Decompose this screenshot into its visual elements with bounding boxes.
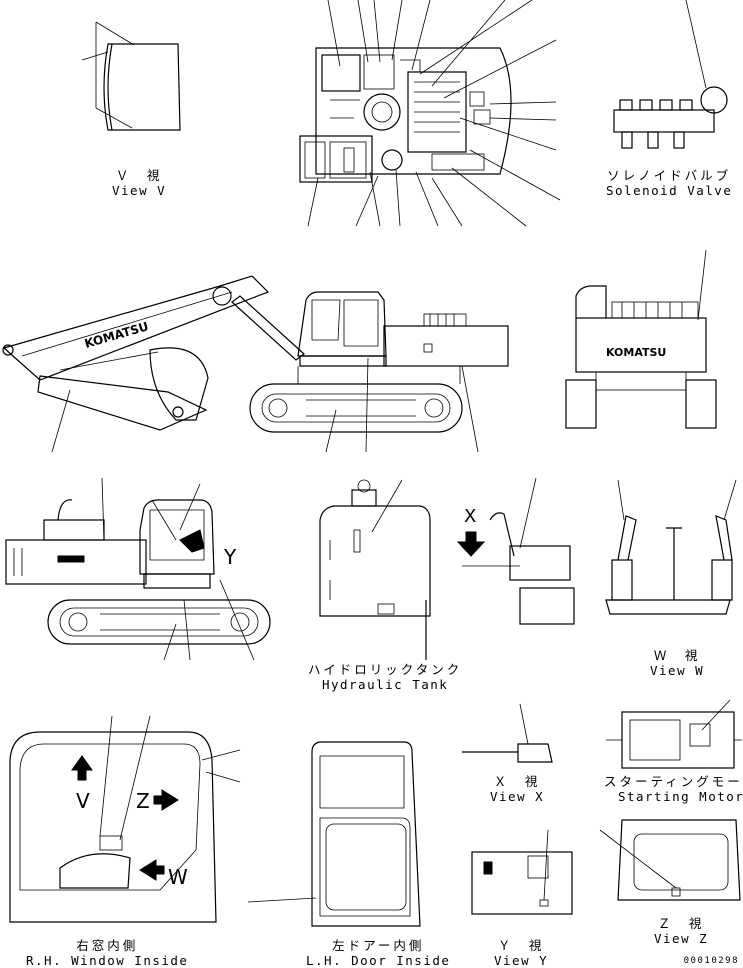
caption-lh-door-inside: 左ドアー内側 L.H. Door Inside <box>306 938 450 968</box>
excavator-right-side-view <box>5 477 271 661</box>
caption-view-w-jp: Ｗ 視 <box>653 648 701 663</box>
caption-starting-motor: スターティングモータ Starting Motor <box>604 774 743 804</box>
caption-rh-window-jp: 右窓内側 <box>76 938 139 953</box>
caption-starting-motor-en: Starting Motor <box>617 789 743 804</box>
hydraulic-tank-drawing <box>319 479 431 660</box>
view-x-drawing <box>462 703 553 763</box>
starting-motor-drawing <box>606 699 742 769</box>
excavator-rear-view <box>565 249 717 429</box>
caption-view-w: Ｗ 視 View W <box>650 648 704 678</box>
caption-starting-motor-jp: スターティングモータ <box>604 774 743 789</box>
rear-brand-text: KOMATSU <box>606 346 666 359</box>
caption-solenoid-jp: ソレノイドバルブ <box>607 168 732 183</box>
document-number: 00010298 <box>683 956 739 966</box>
caption-view-y: Ｙ 視 View Y <box>494 938 548 968</box>
caption-view-z-jp: Ｚ 視 <box>657 916 705 931</box>
caption-rh-window-inside: 右窓内側 R.H. Window Inside <box>26 938 188 968</box>
view-z-drawing <box>599 819 741 901</box>
caption-view-x-jp: Ｘ 視 <box>493 774 541 789</box>
solenoid-valve-drawing <box>613 0 728 149</box>
caption-view-y-en: View Y <box>494 953 549 968</box>
view-v-drawing <box>81 21 181 131</box>
caption-solenoid-valve: ソレノイドバルブ Solenoid Valve <box>606 168 732 198</box>
excavator-side-view <box>2 275 509 453</box>
view-letter-w: W <box>168 865 188 889</box>
view-letter-y: Y <box>223 545 237 569</box>
caption-lh-door-jp: 左ドアー内側 <box>332 938 425 953</box>
caption-hydraulic-tank-en: Hydraulic Tank <box>321 677 449 692</box>
caption-view-v-en: View V <box>112 183 167 198</box>
view-y-drawing <box>471 829 573 915</box>
rh-window-inside-drawing <box>9 715 241 923</box>
caption-view-x: Ｘ 視 View X <box>490 774 544 804</box>
caption-view-y-jp: Ｙ 視 <box>497 938 545 953</box>
caption-rh-window-en: R.H. Window Inside <box>26 953 189 968</box>
caption-solenoid-en: Solenoid Valve <box>606 183 733 198</box>
view-letter-v: V <box>76 789 90 813</box>
caption-hydraulic-tank: ハイドロリックタンク Hydraulic Tank <box>308 662 462 692</box>
caption-view-w-en: View W <box>650 663 705 678</box>
boom-brand-text: KOMATSU <box>83 319 150 351</box>
control-lever-view: X <box>456 477 575 625</box>
caption-hydraulic-tank-jp: ハイドロリックタンク <box>308 662 463 677</box>
caption-lh-door-en: L.H. Door Inside <box>306 953 451 968</box>
view-letter-z: Z <box>136 789 150 813</box>
view-letter-x: X <box>464 506 476 527</box>
caption-view-v: Ｖ 視 View V <box>112 168 166 198</box>
caption-view-v-jp: Ｖ 視 <box>115 168 163 183</box>
view-w-drawing <box>605 479 737 615</box>
caption-view-z: Ｚ 視 View Z <box>654 916 708 946</box>
caption-view-z-en: View Z <box>654 931 709 946</box>
machine-top-view <box>299 0 561 227</box>
lh-door-inside-drawing <box>247 741 421 927</box>
caption-view-x-en: View X <box>490 789 545 804</box>
